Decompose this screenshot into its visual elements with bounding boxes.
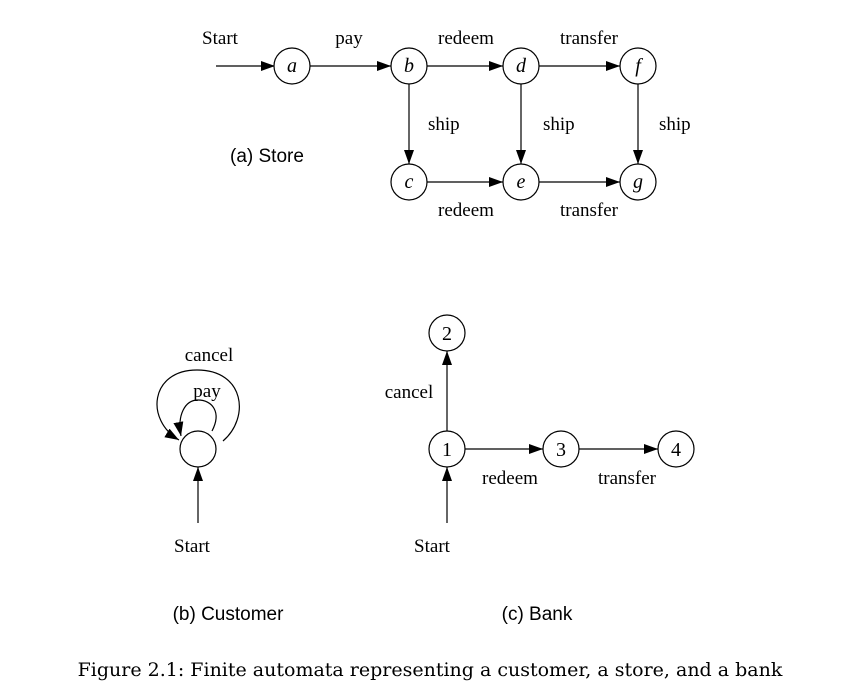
bank-state-3-label: 3 (556, 439, 566, 461)
bank-start-label: Start (414, 536, 451, 557)
bank-cancel-label: cancel (385, 382, 434, 403)
customer-cancel-label: cancel (185, 345, 234, 366)
store-state-b-label: b (404, 55, 414, 77)
customer-cancel-loop (156, 369, 240, 442)
store-state-f (619, 47, 657, 85)
customer-automaton: cancel pay Start (b) Customer (156, 345, 285, 625)
store-edge-f-g-label: ship (659, 114, 691, 135)
bank-redeem-label: redeem (482, 468, 538, 489)
bank-automaton: 1 2 3 4 cancel redeem transfer Start (c)… (385, 314, 695, 625)
store-state-c-label: c (405, 171, 414, 193)
bank-state-4 (657, 430, 695, 468)
bank-subcaption: (c) Bank (502, 604, 573, 625)
store-subcaption: (a) Store (230, 146, 304, 167)
store-state-e-label: e (517, 171, 526, 193)
figure-caption: Figure 2.1: Finite automata representing… (78, 659, 783, 681)
store-state-g-label: g (633, 171, 643, 193)
store-edge-b-d-label: redeem (438, 28, 494, 49)
store-edge-e-g-label: transfer (560, 200, 619, 221)
store-state-d-label: d (516, 55, 527, 77)
bank-state-3 (542, 430, 580, 468)
customer-pay-loop (173, 399, 217, 437)
bank-state-2 (428, 314, 466, 352)
store-state-e (502, 163, 540, 201)
store-state-f-label: f (635, 55, 643, 77)
store-state-a (273, 47, 311, 85)
bank-transfer-label: transfer (598, 468, 657, 489)
store-automaton: Start pay redeem transfer ship ship ship… (202, 28, 691, 221)
customer-start-label: Start (174, 536, 211, 557)
customer-pay-label: pay (193, 381, 221, 402)
store-edge-c-e-label: redeem (438, 200, 494, 221)
store-state-a-label: a (287, 55, 297, 77)
bank-state-2-label: 2 (442, 323, 452, 345)
store-edge-a-b-label: pay (335, 28, 363, 49)
store-state-g (619, 163, 657, 201)
bank-state-4-label: 4 (671, 439, 681, 461)
store-state-d (502, 47, 540, 85)
store-edge-b-c-label: ship (428, 114, 460, 135)
store-state-c (390, 163, 428, 201)
store-state-b (390, 47, 428, 85)
bank-state-1-label: 1 (442, 439, 452, 461)
customer-state (179, 430, 217, 468)
bank-state-1 (428, 430, 466, 468)
store-edge-d-e-label: ship (543, 114, 575, 135)
store-start-label: Start (202, 28, 239, 49)
store-edge-d-f-label: transfer (560, 28, 619, 49)
customer-subcaption: (b) Customer (173, 604, 285, 625)
